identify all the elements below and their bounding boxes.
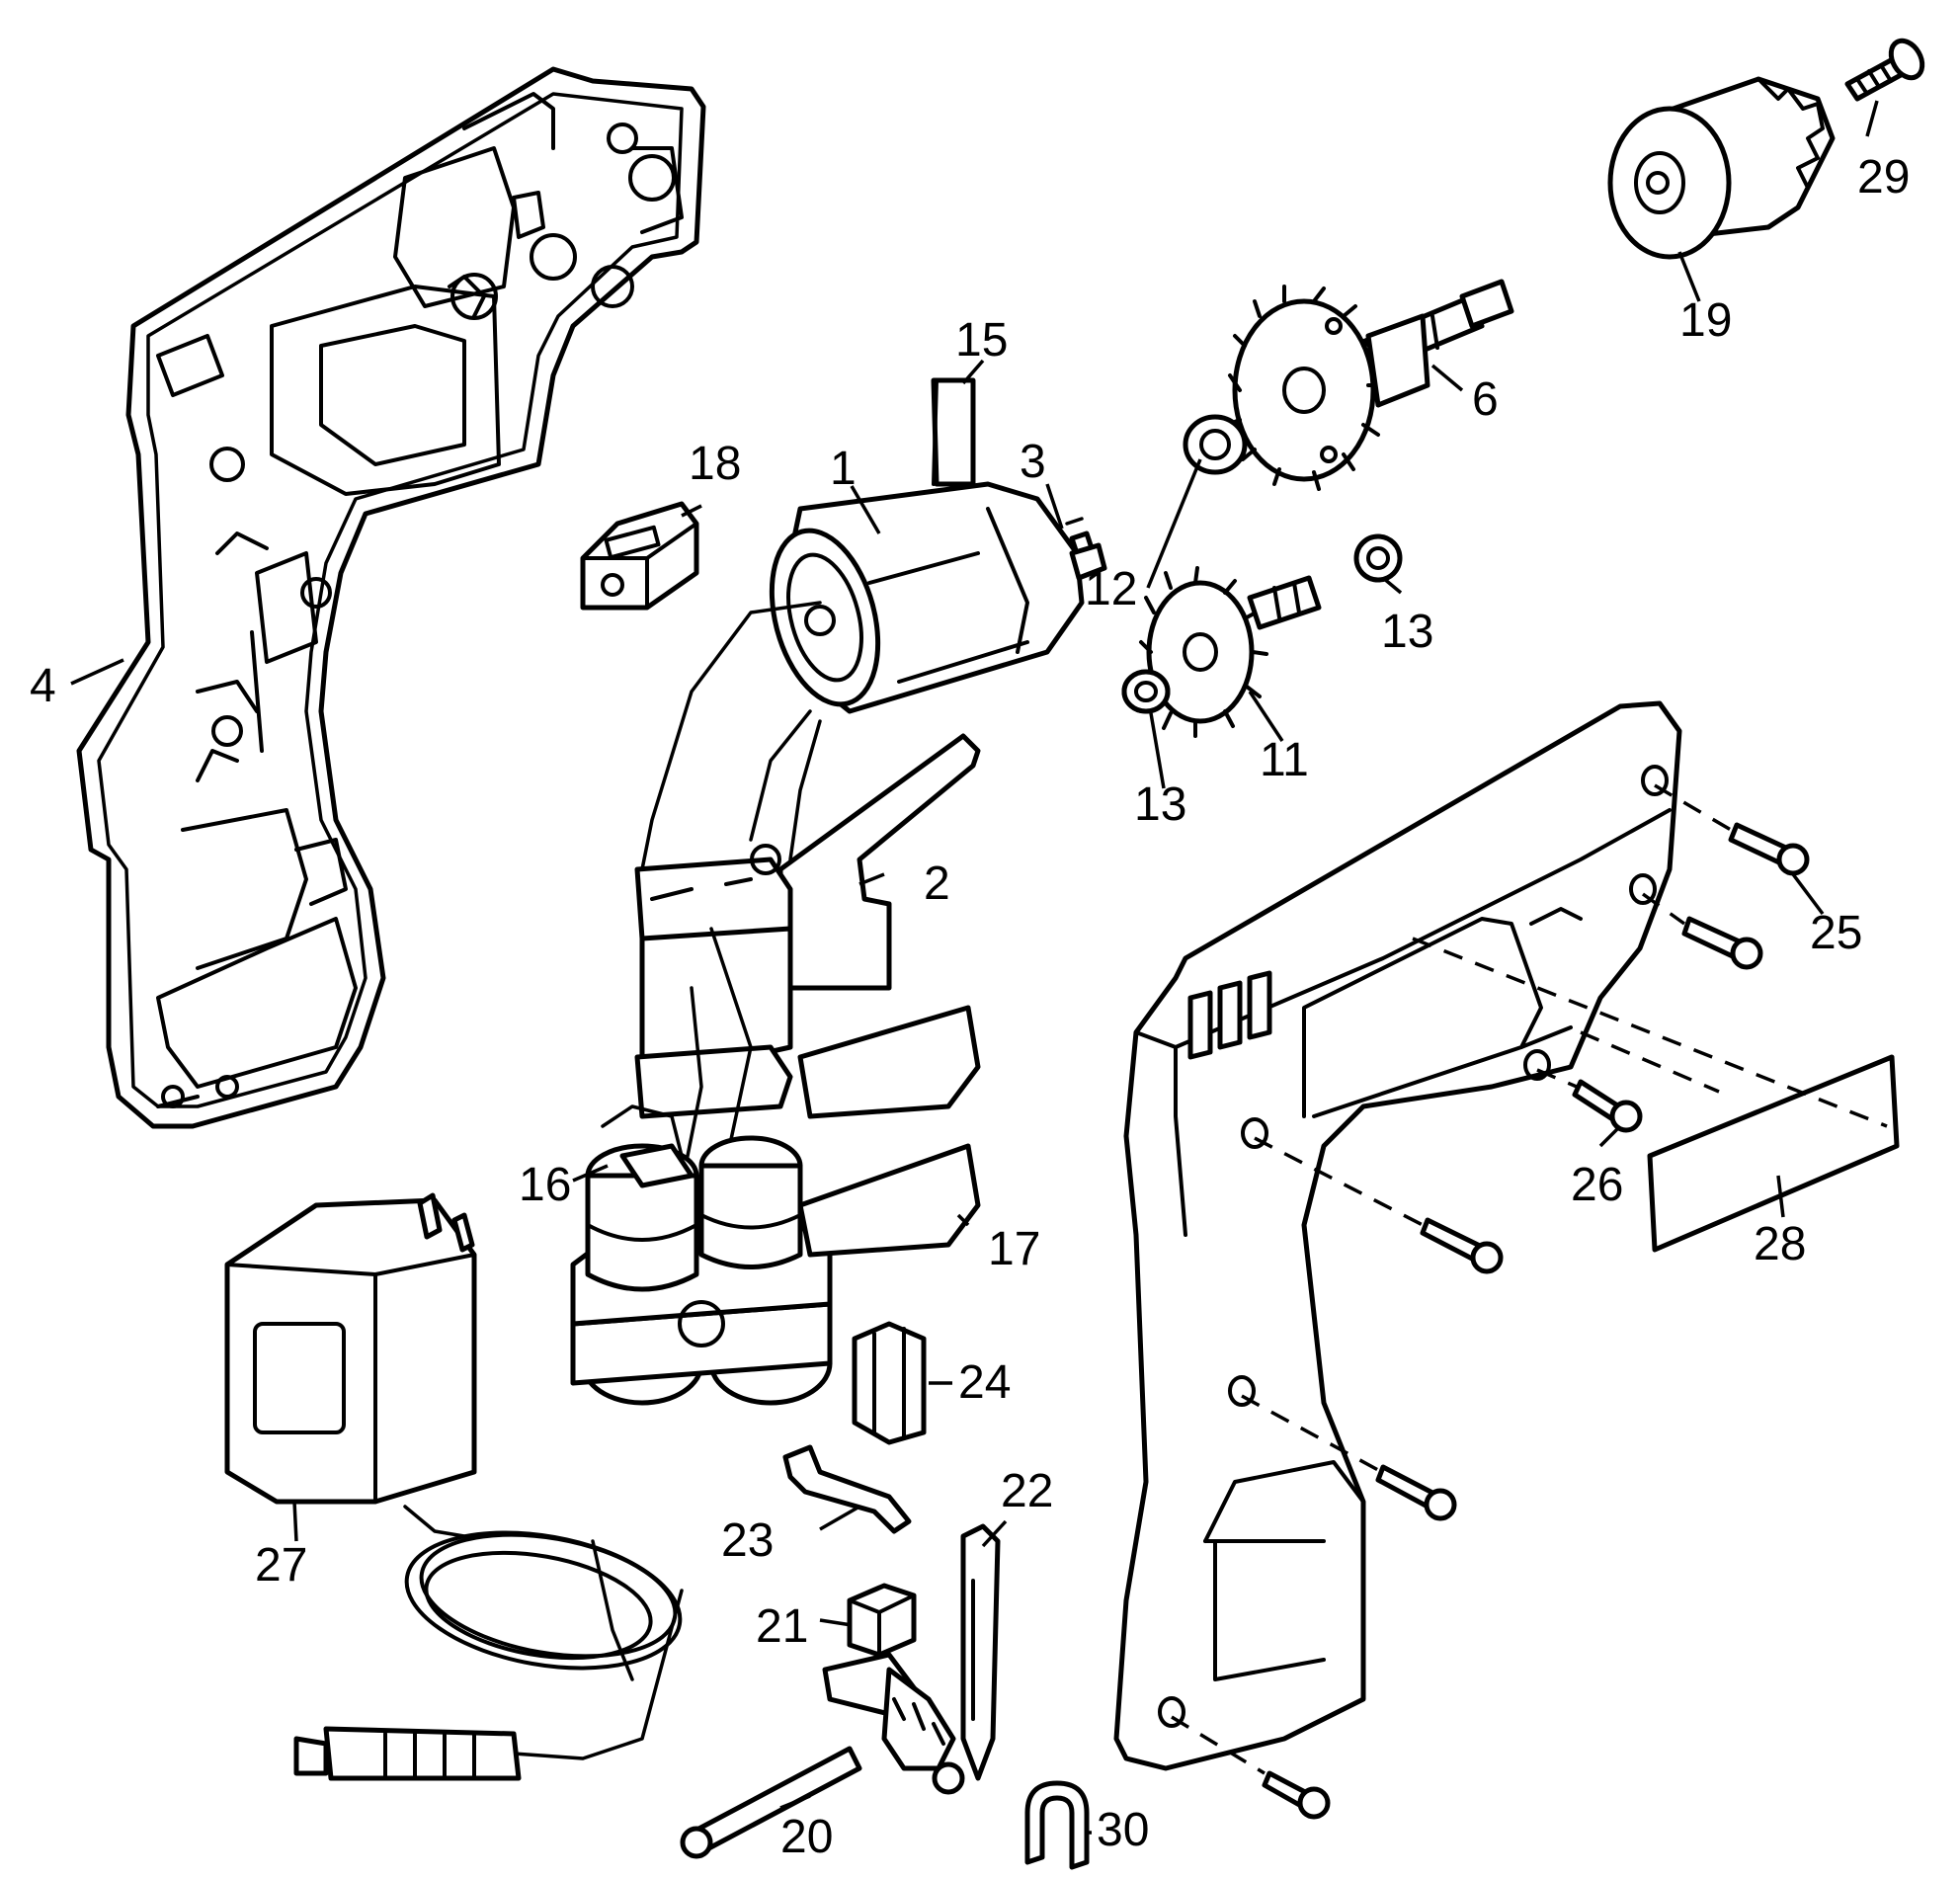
right-housing-half <box>1113 700 1682 1771</box>
screw-29 <box>1844 38 1925 102</box>
plate-15 <box>931 377 976 487</box>
callout-label-15: 15 <box>955 314 1008 367</box>
screw-mid <box>1420 1217 1504 1274</box>
motor-shaft-bearing <box>1065 517 1084 526</box>
screw-lower <box>1375 1464 1457 1521</box>
callout-label-13-top: 13 <box>1381 606 1433 658</box>
chuck-key-20 <box>680 1652 965 1859</box>
screw-26 <box>1572 1079 1643 1133</box>
cap-21 <box>847 1583 917 1658</box>
callout-label-12: 12 <box>1085 563 1137 615</box>
terminal-block-18 <box>580 501 699 611</box>
callout-label-27: 27 <box>255 1539 307 1592</box>
callout-label-3: 3 <box>1020 436 1046 488</box>
bracket-23 <box>782 1444 912 1534</box>
callout-label-20: 20 <box>780 1811 833 1863</box>
callout-label-17: 17 <box>988 1223 1040 1275</box>
callout-label-16: 16 <box>519 1159 571 1211</box>
left-housing-half <box>76 66 706 1129</box>
clip-30 <box>1024 1780 1090 1870</box>
callout-label-25: 25 <box>1810 907 1862 959</box>
callout-label-6: 6 <box>1472 373 1499 426</box>
screwdriver-bit-22 <box>960 1523 1001 1781</box>
bushing-13-bottom <box>1121 669 1171 714</box>
callout-label-4: 4 <box>30 660 56 712</box>
callout-label-29: 29 <box>1857 151 1910 204</box>
screw-25-lower <box>1681 916 1763 970</box>
callout-label-30: 30 <box>1097 1804 1149 1856</box>
callout-labels: 4 1 3 15 18 2 16 17 6 12 13 13 11 19 29 … <box>30 151 1910 1863</box>
callout-label-22: 22 <box>1001 1465 1053 1517</box>
switch-and-wiring <box>634 601 981 1266</box>
callout-label-11: 11 <box>1260 734 1309 786</box>
callout-label-2: 2 <box>924 858 950 910</box>
callout-label-28: 28 <box>1754 1218 1806 1270</box>
motor <box>769 481 1107 714</box>
callout-label-24: 24 <box>958 1356 1011 1409</box>
callout-label-21: 21 <box>756 1600 808 1653</box>
callout-label-26: 26 <box>1571 1159 1623 1211</box>
chuck-19 <box>1607 76 1836 260</box>
screw-25-upper <box>1728 822 1810 876</box>
charger <box>224 1192 684 1781</box>
callout-label-18: 18 <box>689 438 741 490</box>
bushing-13-top <box>1353 533 1403 583</box>
spindle-gear-6 <box>1225 279 1514 491</box>
callout-label-13-bottom: 13 <box>1134 778 1186 831</box>
bearing-12 <box>1183 414 1248 475</box>
assembly-lines <box>1171 783 1888 1775</box>
callout-label-23: 23 <box>721 1514 774 1567</box>
callout-label-19: 19 <box>1679 294 1732 347</box>
battery-pack <box>570 1005 981 1406</box>
callout-label-1: 1 <box>830 443 857 495</box>
leader-lines <box>70 100 1879 1835</box>
screw-bottom <box>1262 1770 1331 1820</box>
clip-24 <box>852 1321 927 1445</box>
